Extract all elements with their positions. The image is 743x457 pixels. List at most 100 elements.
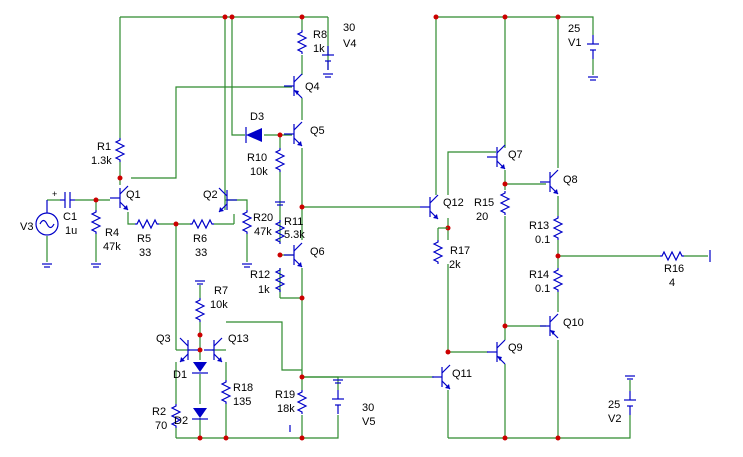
svg-text:R10: R10 (247, 152, 267, 164)
transistor-Q2[interactable]: Q2 (203, 187, 238, 213)
svg-text:+: + (52, 189, 57, 199)
svg-text:R16: R16 (664, 263, 684, 275)
svg-text:33: 33 (195, 247, 207, 259)
svg-text:25: 25 (568, 23, 580, 35)
resistor-R5[interactable]: R5 33 (134, 219, 160, 259)
svg-text:30: 30 (343, 22, 355, 34)
transistor-Q1[interactable]: Q1 (109, 185, 141, 211)
svg-text:Q13: Q13 (228, 333, 249, 345)
voltage-source-V5[interactable]: 30 V5 (289, 379, 375, 432)
svg-text:R12: R12 (250, 269, 270, 281)
capacitor-C1[interactable]: + C1 1u (52, 189, 77, 237)
svg-text:R20: R20 (253, 212, 273, 224)
svg-text:R6: R6 (193, 233, 207, 245)
resistor-R16[interactable]: R16 4 (659, 250, 711, 289)
transistor-Q10[interactable]: Q10 (539, 313, 584, 339)
svg-text:25: 25 (608, 399, 620, 411)
resistor-R10[interactable]: R10 10k (247, 147, 286, 206)
svg-text:1k: 1k (313, 43, 325, 55)
svg-text:Q6: Q6 (310, 246, 325, 258)
resistor-R15[interactable]: R15 20 (474, 190, 510, 223)
svg-text:47k: 47k (254, 226, 272, 238)
resistor-R8[interactable]: R8 1k (297, 29, 327, 55)
ac-source-V3[interactable]: V3 (20, 200, 59, 268)
svg-text:Q9: Q9 (508, 342, 523, 354)
transistor-Q4[interactable]: Q4 (283, 73, 320, 99)
svg-text:R18: R18 (233, 382, 253, 394)
svg-text:2k: 2k (449, 259, 461, 271)
junctions (93, 14, 561, 441)
svg-text:V1: V1 (568, 37, 581, 49)
resistor-R17[interactable]: R17 2k (433, 227, 470, 271)
svg-text:18k: 18k (277, 403, 295, 415)
voltage-source-V1[interactable]: 25 V1 (568, 23, 600, 81)
svg-text:Q4: Q4 (305, 81, 320, 93)
svg-text:R15: R15 (474, 197, 494, 209)
svg-text:R7: R7 (214, 285, 228, 297)
svg-text:R11: R11 (284, 216, 303, 228)
resistor-R13[interactable]: R13 0.1 (529, 215, 563, 246)
svg-text:V2: V2 (608, 413, 621, 425)
svg-text:D1: D1 (173, 369, 187, 381)
diode-D2[interactable]: D2 (174, 408, 208, 427)
resistor-R20[interactable]: R20 47k (241, 209, 273, 268)
svg-text:0.1: 0.1 (535, 234, 550, 246)
svg-text:V5: V5 (362, 416, 375, 428)
svg-text:Q3: Q3 (156, 333, 171, 345)
resistor-R2[interactable]: R2 70 (152, 403, 181, 432)
svg-text:5.3k: 5.3k (284, 229, 305, 241)
svg-text:33: 33 (139, 247, 151, 259)
transistor-Q11[interactable]: Q11 (431, 364, 472, 390)
svg-text:R4: R4 (105, 227, 119, 239)
svg-text:Q2: Q2 (203, 189, 218, 201)
svg-text:1.3k: 1.3k (91, 155, 112, 167)
transistor-Q12[interactable]: Q12 (419, 194, 464, 220)
svg-text:R1: R1 (97, 141, 111, 153)
voltage-source-V4[interactable]: 30 V4 (321, 22, 356, 78)
svg-text:Q7: Q7 (508, 149, 523, 161)
transistor-Q3[interactable]: Q3 (156, 333, 199, 363)
diode-D1[interactable]: D1 (173, 362, 208, 381)
svg-text:4: 4 (669, 277, 675, 289)
svg-text:10k: 10k (250, 166, 268, 178)
svg-text:Q5: Q5 (310, 125, 325, 137)
resistor-R18[interactable]: R18 135 (221, 379, 253, 408)
svg-text:Q10: Q10 (563, 317, 584, 329)
svg-text:V3: V3 (20, 221, 33, 233)
svg-text:Q1: Q1 (126, 189, 141, 201)
svg-text:10k: 10k (210, 299, 228, 311)
resistor-R12[interactable]: R12 1k (250, 267, 285, 296)
svg-text:R13: R13 (529, 220, 549, 232)
resistor-R19[interactable]: R19 18k (275, 389, 307, 415)
transistor-Q5[interactable]: Q5 (283, 121, 325, 147)
svg-text:Q11: Q11 (452, 368, 472, 380)
svg-text:Q8: Q8 (563, 174, 578, 186)
svg-text:R19: R19 (275, 389, 295, 401)
resistor-R14[interactable]: R14 0.1 (529, 267, 563, 295)
resistor-R4[interactable]: R4 47k (90, 209, 121, 268)
svg-text:135: 135 (233, 396, 251, 408)
svg-text:70: 70 (155, 420, 167, 432)
resistor-R6[interactable]: R6 33 (189, 219, 215, 259)
svg-text:47k: 47k (103, 241, 121, 253)
resistor-R1[interactable]: R1 1.3k (91, 137, 125, 167)
transistor-Q7[interactable]: Q7 (486, 144, 523, 170)
svg-text:C1: C1 (63, 211, 77, 223)
resistor-R11[interactable]: R11 5.3k (275, 216, 305, 245)
svg-text:D2: D2 (174, 415, 188, 427)
svg-text:R5: R5 (137, 233, 151, 245)
transistor-Q6[interactable]: Q6 (283, 242, 325, 268)
resistor-R7[interactable]: R7 10k (194, 280, 228, 323)
svg-text:R17: R17 (450, 245, 470, 257)
svg-text:1k: 1k (258, 284, 270, 296)
diode-D3[interactable]: D3 (245, 111, 264, 143)
transistor-Q13[interactable]: Q13 (203, 333, 249, 363)
svg-text:Q12: Q12 (443, 197, 464, 209)
svg-text:1u: 1u (65, 225, 77, 237)
transistor-Q9[interactable]: Q9 (486, 339, 523, 365)
transistor-Q8[interactable]: Q8 (539, 169, 578, 195)
voltage-source-V2[interactable]: 25 V2 (608, 375, 637, 425)
svg-text:D3: D3 (250, 111, 264, 123)
svg-text:20: 20 (476, 211, 488, 223)
